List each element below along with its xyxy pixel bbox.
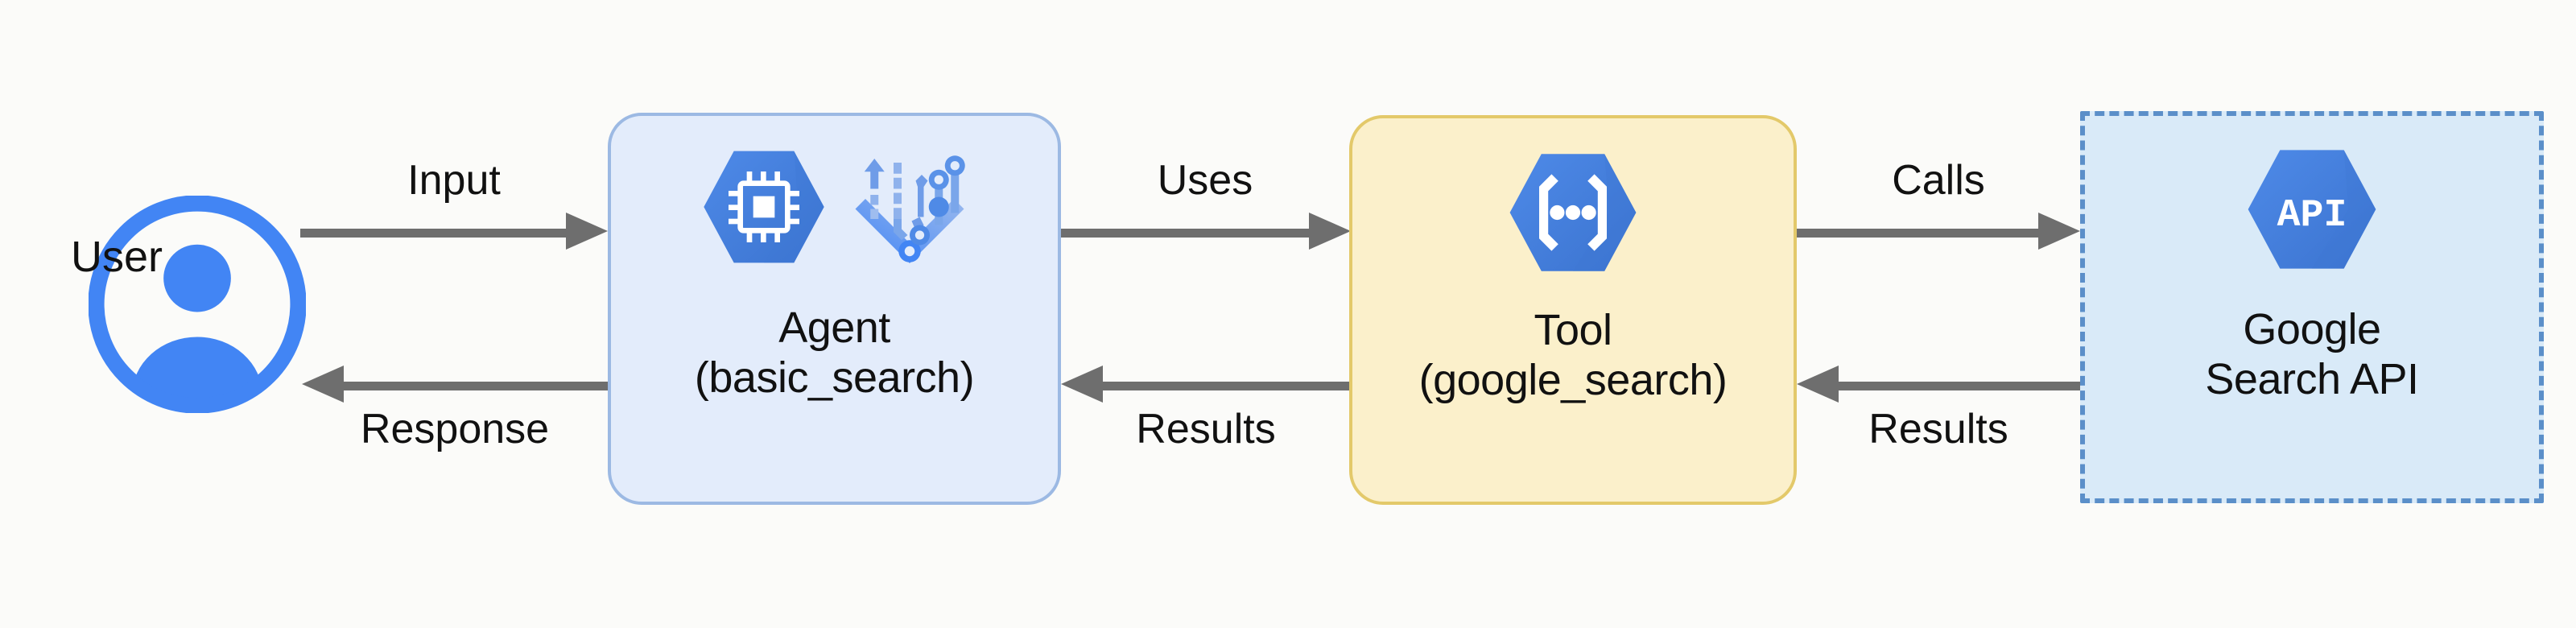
edge-label-response: Response xyxy=(360,406,550,452)
arrow-calls-head xyxy=(2038,213,2080,250)
api-brackets-hexagon-icon xyxy=(1509,154,1637,271)
vertex-ai-icon xyxy=(855,155,965,263)
arrow-uses-head xyxy=(1309,213,1351,250)
user-avatar-icon xyxy=(89,196,306,413)
arrow-calls-shaft xyxy=(1797,229,2041,238)
arrow-response-shaft xyxy=(341,382,608,390)
node-google-search-api[interactable]: API Google Search API xyxy=(2080,111,2544,503)
edge-label-calls: Calls xyxy=(1892,157,1985,204)
arrow-results-api-shaft xyxy=(1835,382,2080,390)
node-tool-label-line2: (google_search) xyxy=(1418,356,1728,404)
arrow-calls xyxy=(1797,213,2080,250)
arrow-response xyxy=(302,366,608,403)
arrow-results-tool xyxy=(1061,366,1351,403)
api-hexagon-icon-text: API xyxy=(2277,194,2347,238)
agent-icon-row xyxy=(611,147,1058,267)
node-agent-label-line2: (basic_search) xyxy=(694,353,975,402)
edge-label-input: Input xyxy=(407,157,501,204)
arrow-uses xyxy=(1061,213,1351,250)
api-icon-row: API xyxy=(2085,145,2539,274)
arrow-input-head xyxy=(566,213,608,250)
node-agent-label-line1: Agent xyxy=(778,304,890,352)
arrow-results-tool-head xyxy=(1061,366,1103,403)
arrow-results-api xyxy=(1797,366,2080,403)
arrow-input-shaft xyxy=(300,229,569,238)
node-user[interactable] xyxy=(80,189,314,423)
arrow-response-head xyxy=(302,366,344,403)
arrow-results-tool-shaft xyxy=(1100,382,1351,390)
node-user-label: User xyxy=(70,233,163,281)
node-agent[interactable]: Agent (basic_search) xyxy=(608,113,1061,505)
cpu-hexagon-icon xyxy=(703,151,824,263)
tool-icon-row xyxy=(1352,149,1794,276)
api-hexagon-icon: API xyxy=(2248,150,2376,269)
node-api-label-line1: Google xyxy=(2243,305,2381,353)
arrow-input xyxy=(300,213,608,250)
node-tool[interactable]: Tool (google_search) xyxy=(1349,115,1797,505)
edge-label-uses: Uses xyxy=(1157,157,1253,204)
arrow-results-api-head xyxy=(1797,366,1839,403)
node-api-label-line2: Search API xyxy=(2205,355,2419,403)
node-tool-label-line1: Tool xyxy=(1534,306,1612,354)
arrow-uses-shaft xyxy=(1061,229,1312,238)
edge-label-results-api: Results xyxy=(1868,406,2008,452)
edge-label-results-tool: Results xyxy=(1136,406,1276,452)
